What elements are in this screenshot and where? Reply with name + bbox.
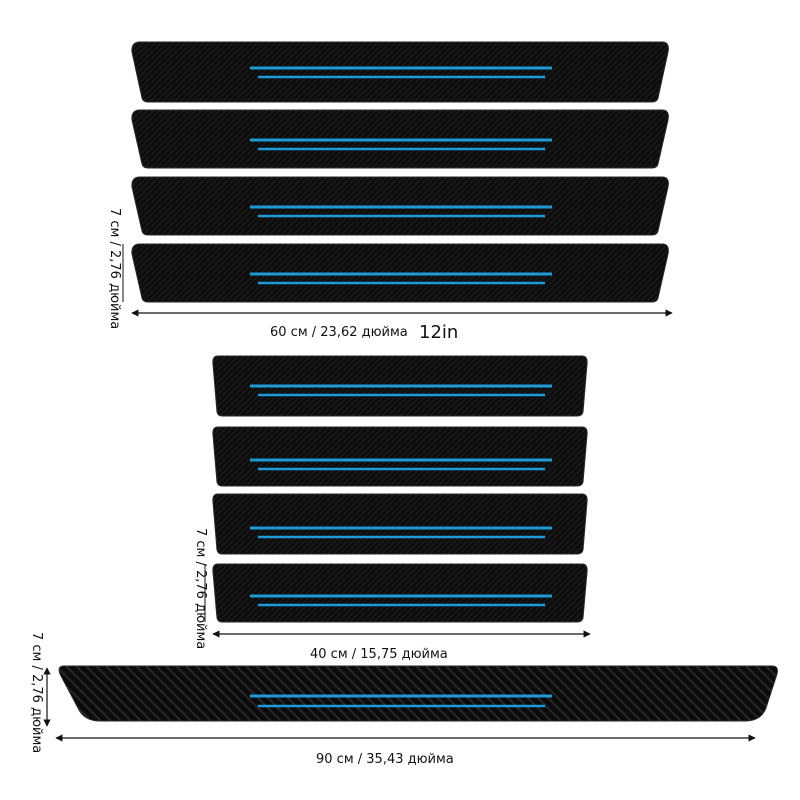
plate-60cm-4: [131, 243, 669, 303]
stray-size-label: 12in: [419, 322, 459, 343]
width-label-90cm: 90 см / 35,43 дюйма: [316, 752, 454, 767]
plate-60cm-2: [131, 109, 669, 169]
plate-60cm-3: [131, 176, 669, 236]
plate-40cm-1: [212, 355, 588, 417]
plate-60cm-1: [131, 41, 669, 103]
plate-40cm-2: [212, 426, 588, 487]
plate-40cm-3: [212, 493, 588, 555]
width-label-40cm: 40 см / 15,75 дюйма: [310, 647, 448, 662]
width-label-60cm: 60 см / 23,62 дюйма: [270, 325, 408, 340]
plate-40cm-4: [212, 563, 588, 623]
plate-90cm: [58, 665, 778, 722]
height-label-90cm: 7 см / 2,76 дюйма: [29, 632, 44, 754]
height-label-60cm: 7 см / 2,76 дюйма: [107, 208, 122, 330]
height-label-40cm: 7 см / 2,76 дюйма: [193, 528, 208, 650]
